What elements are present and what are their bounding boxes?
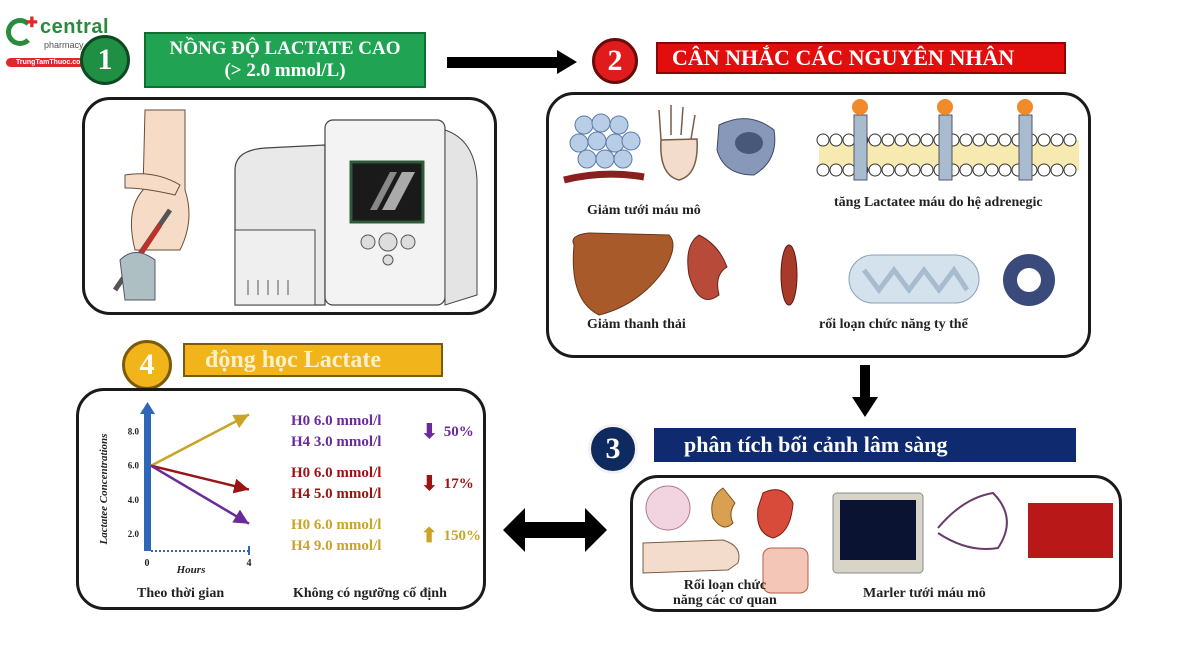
brain-icon [645, 485, 691, 531]
readout-h0: H0 6.0 mmol/l [291, 517, 382, 533]
adrenergic-receptor-icon: /* placeholder */ [816, 99, 1079, 181]
series-line-decrease [150, 464, 250, 525]
cause-reduced-clearance: Giảm thanh thải [587, 317, 686, 332]
hand-cyanosis-icon [658, 105, 698, 181]
y-axis-arrow [140, 402, 155, 414]
arrow-down-icon: ⬇ [421, 420, 438, 443]
readout-values: H0 6.0 mmol/l H4 5.0 mmol/l [291, 463, 411, 505]
step-3-badge: 3 [588, 424, 638, 474]
readout-percent: 150% [443, 527, 482, 544]
red-blood-cells-icon [1028, 503, 1113, 558]
logo-ring-icon [6, 18, 34, 46]
readout-h0: H0 6.0 mmol/l [291, 413, 382, 429]
mitochondrion-icon [848, 254, 980, 304]
y-tick-label: 2.0 [128, 529, 140, 539]
series-line-increase [150, 413, 250, 467]
step-2-badge: 2 [592, 38, 638, 84]
logo-plus-icon: ✚ [26, 14, 38, 30]
arrow-down-icon [852, 365, 878, 417]
step-4-header: động học Lactate [183, 343, 443, 377]
readout-row: H0 6.0 mmol/l H4 5.0 mmol/l ⬇ 17% [291, 463, 481, 505]
readout-h4: H4 3.0 mmol/l [291, 434, 382, 450]
readout-h4: H4 9.0 mmol/l [291, 538, 382, 554]
arrow-right-icon [447, 50, 577, 74]
arrow-up-icon: ⬆ [420, 524, 438, 547]
cause-hypoperfusion: Giảm tưới máu mô [587, 203, 701, 218]
caption-no-threshold: Không có ngưỡng cố định [293, 586, 447, 601]
lactate-analyzer-icon [234, 119, 478, 306]
heart-icon [757, 489, 794, 539]
arrow-down-icon: ⬇ [421, 472, 438, 495]
foot-icon [642, 539, 740, 574]
step-3-panel: Rối loạn chức năng các cơ quan Marler tư… [630, 475, 1122, 612]
tissue-cells-icon [563, 113, 645, 184]
step-1-panel [82, 97, 497, 315]
readout-h0: H0 6.0 mmol/l [291, 465, 382, 481]
cause-adrenergic: tăng Lactatee máu do hệ adrenegic [834, 195, 1043, 210]
series-line-slight-decrease [150, 464, 250, 494]
muscle-icon [780, 244, 798, 306]
intestine-icon [762, 547, 809, 594]
capillary-network-icon [937, 491, 1008, 550]
step-4-badge: 4 [122, 340, 172, 390]
hand-icon [124, 173, 181, 196]
brand-name: central [40, 16, 110, 38]
perfusion-marker-label: Marler tưới máu mô [863, 586, 986, 601]
glove-icon [119, 252, 156, 301]
caption-over-time: Theo thời gian [137, 586, 225, 601]
readout-row: H0 6.0 mmol/l H4 3.0 mmol/l ⬇ 50% [291, 411, 481, 453]
step-2-panel: /* placeholder */ Giảm tưới máu mô tăng … [546, 92, 1091, 358]
cause-mitochondrial: rối loạn chức năng ty thể [819, 317, 968, 332]
readout-row: H0 6.0 mmol/l H4 9.0 mmol/l ⬆ 150% [291, 515, 481, 557]
organ-dysfunction-label: Rối loạn chức năng các cơ quan [673, 578, 777, 608]
causes-illustrations: /* placeholder */ [563, 99, 1079, 316]
step-1-header: NỒNG ĐỘ LACTATE CAO (> 2.0 mmol/L) [144, 32, 426, 88]
organ-dysfunction-line1: Rối loạn chức [683, 578, 767, 593]
step-2-header: CÂN NHẮC CÁC NGUYÊN NHÂN [656, 42, 1066, 74]
readout-h4: H4 5.0 mmol/l [291, 486, 382, 502]
lactate-kinetics-chart: Lactatee Concentrations Hours 2.0 4.0 6.0 8… [98, 402, 252, 576]
kidney-organ-icon [711, 487, 736, 528]
x-tick-label: 0 [145, 558, 150, 569]
y-axis-label: Lactatee Concentrations [98, 434, 110, 546]
clinical-context-illustrations [642, 485, 1113, 594]
y-tick-label: 8.0 [128, 427, 140, 437]
blood-sample-illustration [112, 109, 478, 306]
step-1-title: NỒNG ĐỘ LACTATE CAO [169, 38, 401, 59]
x-tick-label: 4 [247, 558, 252, 569]
step-1-badge: 1 [80, 35, 130, 85]
y-axis [144, 412, 151, 551]
readout-values: H0 6.0 mmol/l H4 3.0 mmol/l [291, 411, 411, 453]
readout-percent: 17% [443, 475, 474, 492]
y-tick-label: 4.0 [128, 495, 140, 505]
step-3-header: phân tích bối cảnh lâm sàng [654, 428, 1076, 462]
x-axis-label: Hours [176, 564, 206, 576]
liver-icon [572, 232, 674, 316]
step-1-subtitle: (> 2.0 mmol/L) [224, 60, 346, 81]
kidney-icon [687, 234, 728, 300]
step-4-panel: Lactatee Concentrations Hours 2.0 4.0 6.0 8… [76, 388, 486, 610]
brand-sub: pharmacy [44, 40, 84, 50]
y-tick-label: 6.0 [128, 461, 140, 471]
readout-values: H0 6.0 mmol/l H4 9.0 mmol/l [291, 515, 411, 557]
readout-percent: 50% [443, 423, 474, 440]
arrow-bidirectional-icon [503, 508, 607, 552]
brand-site: TrungTamThuoc.com [6, 58, 101, 67]
organ-dysfunction-line2: năng các cơ quan [673, 593, 777, 608]
